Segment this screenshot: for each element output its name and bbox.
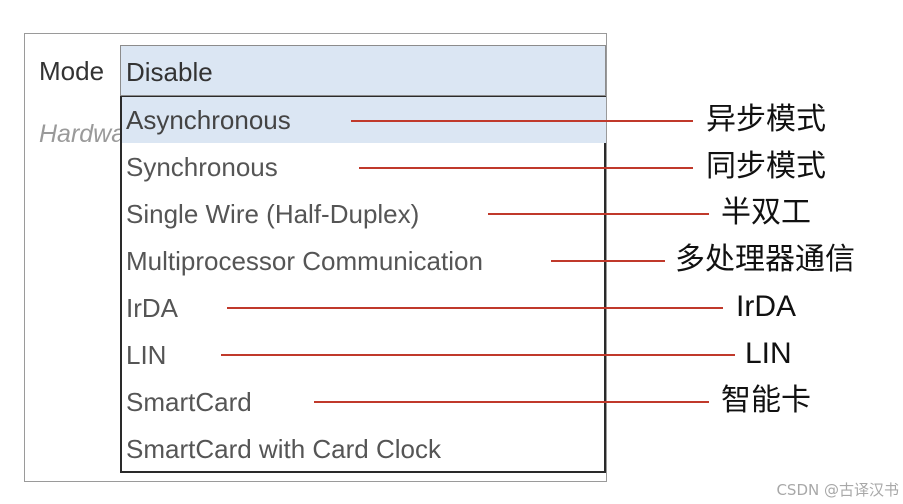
annotation-line-smartcard	[314, 401, 709, 403]
option-smartcard-with-card-clock[interactable]: SmartCard with Card Clock	[126, 434, 441, 464]
annotation-multiprocessor: 多处理器通信	[675, 242, 855, 277]
mode-select[interactable]: Disable	[120, 45, 606, 96]
option-synchronous[interactable]: Synchronous	[126, 152, 278, 182]
annotation-line-async	[351, 120, 693, 122]
annotation-smartcard: 智能卡	[721, 383, 811, 418]
option-irda[interactable]: IrDA	[126, 293, 178, 323]
annotation-line-sync	[359, 167, 693, 169]
option-smartcard[interactable]: SmartCard	[126, 387, 252, 417]
watermark: CSDN @古译汉书	[776, 481, 899, 499]
annotation-line-lin	[221, 354, 735, 356]
annotation-irda: IrDA	[736, 290, 796, 323]
option-lin[interactable]: LIN	[126, 340, 167, 370]
mode-select-value: Disable	[126, 57, 213, 87]
option-single-wire-half-duplex[interactable]: Single Wire (Half-Duplex)	[126, 199, 420, 229]
annotation-sync: 同步模式	[706, 149, 826, 184]
mode-label: Mode	[39, 56, 105, 86]
annotation-lin: LIN	[745, 337, 792, 370]
annotation-line-half-duplex	[488, 213, 709, 215]
annotation-async: 异步模式	[706, 102, 826, 137]
annotation-half-duplex: 半双工	[721, 195, 811, 230]
option-multiprocessor-communication[interactable]: Multiprocessor Communication	[126, 246, 483, 276]
hardware-label: Hardware	[39, 120, 121, 148]
annotation-line-multiprocessor	[551, 260, 665, 262]
annotation-line-irda	[227, 307, 723, 309]
mode-dropdown-list: Asynchronous Synchronous Single Wire (Ha…	[120, 96, 606, 473]
